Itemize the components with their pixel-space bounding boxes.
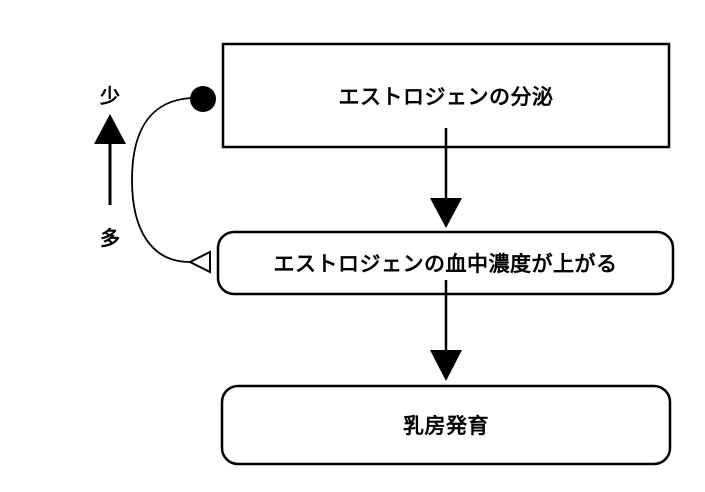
scale-label-more: 多 <box>100 226 120 250</box>
feedback-curve <box>131 97 193 263</box>
feedback-open-triangle <box>187 250 211 274</box>
arrow-level-to-breast-head <box>430 350 462 381</box>
scale-arrow-head <box>94 114 126 144</box>
scale-label-less: 少 <box>100 84 120 108</box>
box-blood-level-label: エストロジェンの血中濃度が上がる <box>273 252 618 276</box>
box-breast-development-label: 乳房発育 <box>403 414 489 438</box>
box-secretion-label: エストロジェンの分泌 <box>338 84 554 109</box>
feedback-inhibition-dot <box>190 86 216 112</box>
box-breast-development <box>220 384 672 466</box>
arrow-secretion-to-level-head <box>430 198 462 228</box>
